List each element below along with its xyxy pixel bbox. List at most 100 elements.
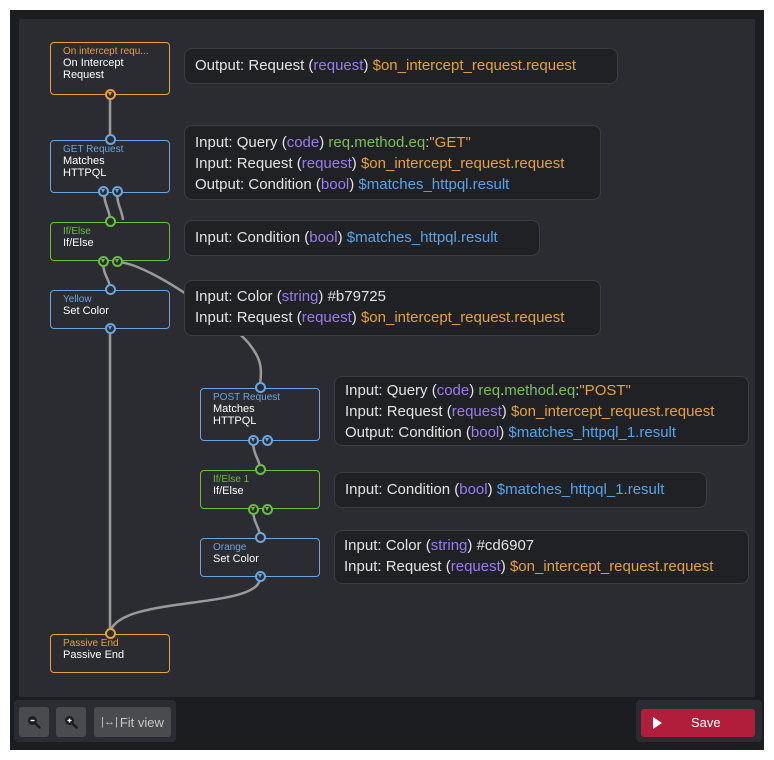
input-port[interactable] (255, 464, 266, 475)
node-subtitle: If/Else (63, 226, 91, 237)
info-row: Output: Condition (bool) $matches_httpql… (345, 422, 738, 443)
output-port-false[interactable] (112, 186, 123, 197)
output-port[interactable] (105, 323, 116, 334)
input-port[interactable] (255, 382, 266, 393)
output-port-false[interactable] (262, 504, 273, 515)
code-token: "GET" (429, 134, 471, 151)
workflow-canvas[interactable] (19, 19, 755, 697)
info-type: bool (470, 424, 500, 441)
info-kind: Input: Condition ( (195, 229, 310, 246)
info-row: Input: Request (request) $on_intercept_r… (344, 556, 738, 577)
code-token: eq (408, 134, 426, 151)
node-name: Matches HTTPQL (213, 403, 257, 427)
play-icon (653, 717, 662, 729)
info-kind: Output: Condition ( (345, 424, 471, 441)
info-kind: Output: Condition ( (195, 176, 321, 193)
node-name: Passive End (63, 649, 125, 661)
code-token: method (504, 382, 555, 399)
info-row: Input: Condition (bool) $matches_httpql.… (195, 227, 529, 248)
code-token: : (575, 382, 580, 399)
info-kind: Input: Condition ( (345, 481, 460, 498)
node-get-request[interactable]: GET Request Matches HTTPQL (50, 140, 170, 193)
info-type: bool (320, 176, 350, 193)
info-row: Input: Condition (bool) $matches_httpql_… (345, 479, 696, 500)
info-row: Input: Request (request) $on_intercept_r… (345, 401, 738, 422)
code-token: : (425, 134, 430, 151)
info-type: code (286, 134, 320, 151)
info-paren: ) (501, 403, 507, 420)
output-port[interactable] (255, 571, 266, 582)
node-name: Matches HTTPQL (63, 155, 107, 179)
info-row: Output: Request (request) $on_intercept_… (195, 55, 607, 76)
node-if-else[interactable]: If/Else If/Else (50, 222, 170, 261)
info-type: request (313, 57, 364, 74)
node-name: If/Else (213, 485, 244, 497)
node-name: If/Else (63, 237, 94, 249)
info-row: Output: Condition (bool) $matches_httpql… (195, 174, 590, 195)
node-subtitle: Passive End (63, 638, 119, 649)
info-type: request (451, 403, 502, 420)
output-port-true[interactable] (248, 504, 259, 515)
info-paren: ) (469, 382, 475, 399)
info-value: #cd6907 (472, 537, 535, 554)
output-port-true[interactable] (248, 435, 259, 446)
info-panel-get-request: Input: Query (code) req.method.eq:"GET"I… (184, 125, 601, 200)
output-port-true[interactable] (98, 256, 109, 267)
input-port[interactable] (105, 628, 116, 639)
info-value: $on_intercept_request.request (356, 309, 565, 326)
input-port[interactable] (105, 134, 116, 145)
zoom-in-button[interactable] (56, 707, 86, 737)
info-type: string (430, 537, 468, 554)
info-panel-intercept: Output: Request (request) $on_intercept_… (184, 48, 618, 84)
node-subtitle: On intercept requ... (63, 46, 149, 57)
node-subtitle: If/Else 1 (213, 474, 250, 485)
node-if-else-1[interactable]: If/Else 1 If/Else (200, 470, 320, 509)
zoom-out-button[interactable] (19, 707, 49, 737)
info-paren: ) (319, 134, 325, 151)
save-label: Save (691, 715, 721, 730)
info-value: #b79725 (323, 288, 386, 305)
info-paren: ) (467, 537, 473, 554)
info-value: $matches_httpql.result (354, 176, 510, 193)
node-passive-end[interactable]: Passive End Passive End (50, 634, 170, 673)
info-value: $matches_httpql.result (342, 229, 498, 246)
output-port-false[interactable] (112, 256, 123, 267)
info-paren: ) (363, 57, 369, 74)
info-row: Input: Color (string) #b79725 (195, 286, 590, 307)
info-type: code (436, 382, 470, 399)
info-row: Input: Color (string) #cd6907 (344, 535, 738, 556)
info-paren: ) (351, 155, 357, 172)
info-kind: Input: Query ( (195, 134, 287, 151)
node-yellow-set-color[interactable]: Yellow Set Color (50, 290, 170, 329)
info-kind: Input: Request ( (195, 155, 302, 172)
input-port[interactable] (255, 532, 266, 543)
info-type: request (301, 155, 352, 172)
node-post-request[interactable]: POST Request Matches HTTPQL (200, 388, 320, 441)
node-subtitle: POST Request (213, 392, 281, 403)
input-port[interactable] (105, 216, 116, 227)
save-button[interactable]: Save (641, 709, 755, 737)
output-port-true[interactable] (98, 186, 109, 197)
output-port[interactable] (105, 89, 116, 100)
info-row: Input: Request (request) $on_intercept_r… (195, 307, 590, 328)
code-token: . (554, 382, 559, 399)
output-port-false[interactable] (262, 435, 273, 446)
info-type: request (301, 309, 352, 326)
info-value: $on_intercept_request.request (368, 57, 577, 74)
code-token: . (404, 134, 409, 151)
info-value: $matches_httpql_1.result (504, 424, 677, 441)
node-subtitle: Yellow (63, 294, 92, 305)
info-kind: Input: Request ( (195, 309, 302, 326)
fit-view-label: Fit view (119, 714, 164, 730)
fit-horizontal-icon: |↔| (101, 716, 118, 728)
info-kind: Input: Query ( (345, 382, 437, 399)
info-paren: ) (499, 424, 505, 441)
node-name: On Intercept Request (63, 57, 124, 81)
info-row: Input: Query (code) req.method.eq:"GET" (195, 132, 590, 153)
input-port[interactable] (105, 284, 116, 295)
fit-view-button[interactable]: |↔| Fit view (94, 707, 171, 737)
node-on-intercept-request[interactable]: On intercept requ... On Intercept Reques… (50, 42, 170, 95)
code-token: . (500, 382, 505, 399)
